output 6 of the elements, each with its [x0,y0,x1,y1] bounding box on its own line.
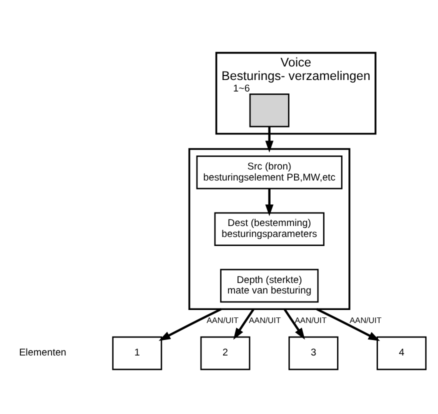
label: Elementen [19,347,66,358]
edge-label: AAN/UIT [248,315,281,324]
edge-label: AAN/UIT [350,315,382,324]
node-label: 1~6 [233,82,250,94]
edge-label: AAN/UIT [206,315,239,324]
edge-label: AAN/UIT [294,315,327,324]
